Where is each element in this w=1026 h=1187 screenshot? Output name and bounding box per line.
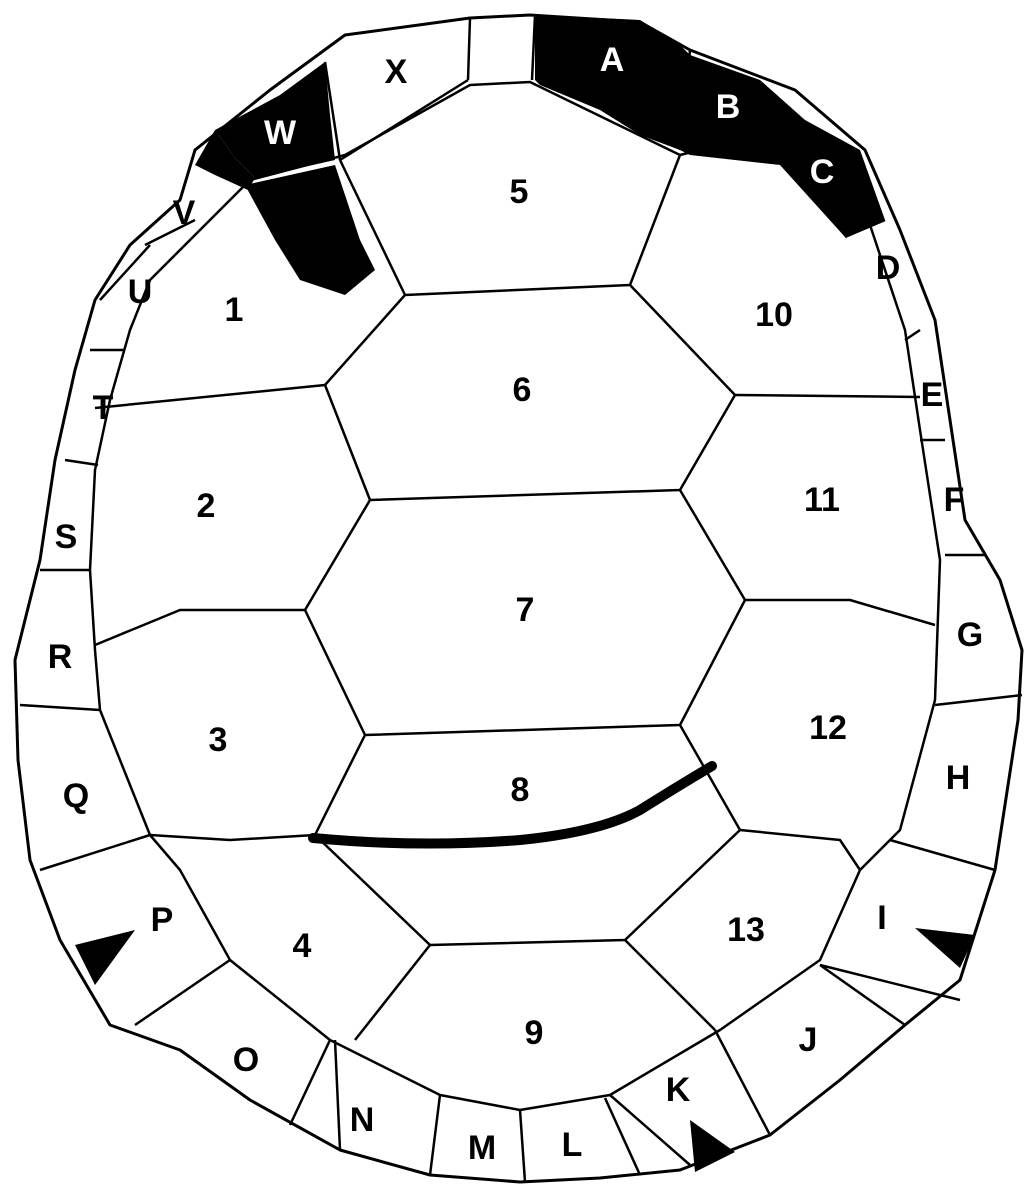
label-marginal-W: W <box>264 114 297 152</box>
label-scute-4: 4 <box>293 927 312 965</box>
label-marginal-H: H <box>946 759 971 797</box>
label-marginal-I: I <box>877 899 886 937</box>
label-scute-1: 1 <box>225 291 244 329</box>
label-marginal-N: N <box>350 1101 375 1139</box>
label-marginal-K: K <box>666 1071 691 1109</box>
label-scute-12: 12 <box>809 709 847 747</box>
label-marginal-C: C <box>810 153 835 191</box>
label-marginal-E: E <box>921 376 944 414</box>
label-marginal-T: T <box>93 389 114 427</box>
label-marginal-S: S <box>55 518 78 556</box>
label-marginal-X: X <box>385 53 408 91</box>
label-scute-6: 6 <box>513 371 532 409</box>
label-scute-7: 7 <box>516 591 535 629</box>
label-marginal-P: P <box>151 901 174 939</box>
label-scute-13: 13 <box>727 911 765 949</box>
label-marginal-V: V <box>173 194 196 232</box>
label-marginal-Q: Q <box>63 777 89 815</box>
label-scute-3: 3 <box>209 721 228 759</box>
label-scute-11: 11 <box>804 481 840 519</box>
label-marginal-F: F <box>944 481 965 519</box>
label-marginal-M: M <box>468 1129 496 1167</box>
label-scute-10: 10 <box>755 296 793 334</box>
label-marginal-J: J <box>799 1021 818 1059</box>
label-marginal-O: O <box>233 1041 259 1079</box>
label-scute-9: 9 <box>525 1014 544 1052</box>
label-scute-5: 5 <box>510 173 529 211</box>
label-marginal-A: A <box>600 41 625 79</box>
label-marginal-R: R <box>48 638 73 676</box>
label-marginal-D: D <box>876 249 901 287</box>
label-scute-2: 2 <box>197 487 216 525</box>
label-scute-8: 8 <box>511 771 530 809</box>
label-marginal-G: G <box>957 616 983 654</box>
label-marginal-L: L <box>562 1126 583 1164</box>
label-marginal-B: B <box>716 88 741 126</box>
label-marginal-U: U <box>128 273 153 311</box>
